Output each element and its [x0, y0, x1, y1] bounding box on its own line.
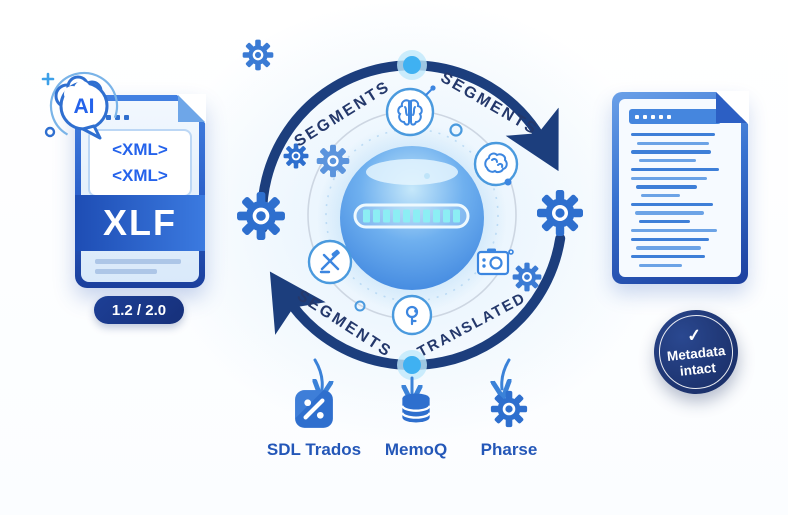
xlf-file-icon: <XML> <XML> XLF [75, 94, 206, 288]
cycle-arrow-top [257, 60, 559, 233]
gear-icon [242, 39, 274, 71]
dot-ornament [449, 123, 463, 137]
ai-brain-bubble: AI [41, 71, 119, 141]
file-text-bar [95, 269, 157, 274]
tool-memoq: MemoQ [361, 388, 471, 460]
progress-bar [353, 203, 470, 229]
translated-document-icon [612, 91, 749, 284]
brain-side-icon [473, 141, 519, 187]
file-folded-corner [178, 95, 205, 122]
document-header-bar [629, 109, 721, 124]
translate-tools-icon [307, 239, 353, 285]
sparkle-plus-icon [41, 72, 55, 86]
down-arrow [502, 358, 509, 389]
gear-icon [512, 262, 542, 292]
cycle-arrow-bottom [269, 233, 566, 371]
brain-cloud-icon [54, 75, 109, 140]
document-text-lines [631, 133, 729, 267]
database-icon [401, 393, 431, 423]
cycle-node-top [397, 50, 427, 80]
dot-ornament [504, 178, 512, 186]
xlf-format-band: XLF [75, 195, 205, 251]
document-folded-corner [716, 92, 747, 123]
tool-label: Pharse [480, 440, 538, 459]
ai-label: AI [74, 95, 95, 118]
tool-sdl-trados: SDL Trados [259, 388, 369, 460]
cycle-label-segments-processing: SEGMENTS [437, 69, 541, 139]
xliff-version-badge: 1.2 / 2.0 [94, 296, 184, 324]
ai-orb [340, 146, 484, 290]
orb-highlight [366, 159, 458, 185]
dot-ornament [44, 126, 56, 138]
brain-icon [385, 85, 436, 137]
tool-label: MemoQ [384, 440, 448, 459]
cycle-node-bottom [397, 350, 427, 380]
file-text-bar [95, 259, 181, 264]
xml-tag-line: <XML> [112, 139, 168, 159]
key-icon [391, 294, 433, 336]
orb-dot [424, 173, 430, 179]
document-page [619, 99, 741, 277]
down-arrow [315, 358, 322, 389]
percent-diagonal-icon [295, 390, 333, 428]
dot-ornament [354, 300, 366, 312]
translation-cycle-diagram: SEGMENTS SEGMENTS SEGMENTS TRANSLATED [237, 39, 583, 400]
gear-icon [316, 144, 350, 178]
tool-pharse: Pharse [454, 388, 564, 460]
badge-ring [655, 311, 737, 393]
gear-icon [237, 192, 285, 240]
camera-icon [476, 248, 514, 276]
xml-tag-line: <XML> [112, 166, 168, 185]
tool-label: SDL Trados [266, 440, 362, 459]
gear-icon [537, 190, 583, 236]
gear-icon [490, 390, 528, 428]
